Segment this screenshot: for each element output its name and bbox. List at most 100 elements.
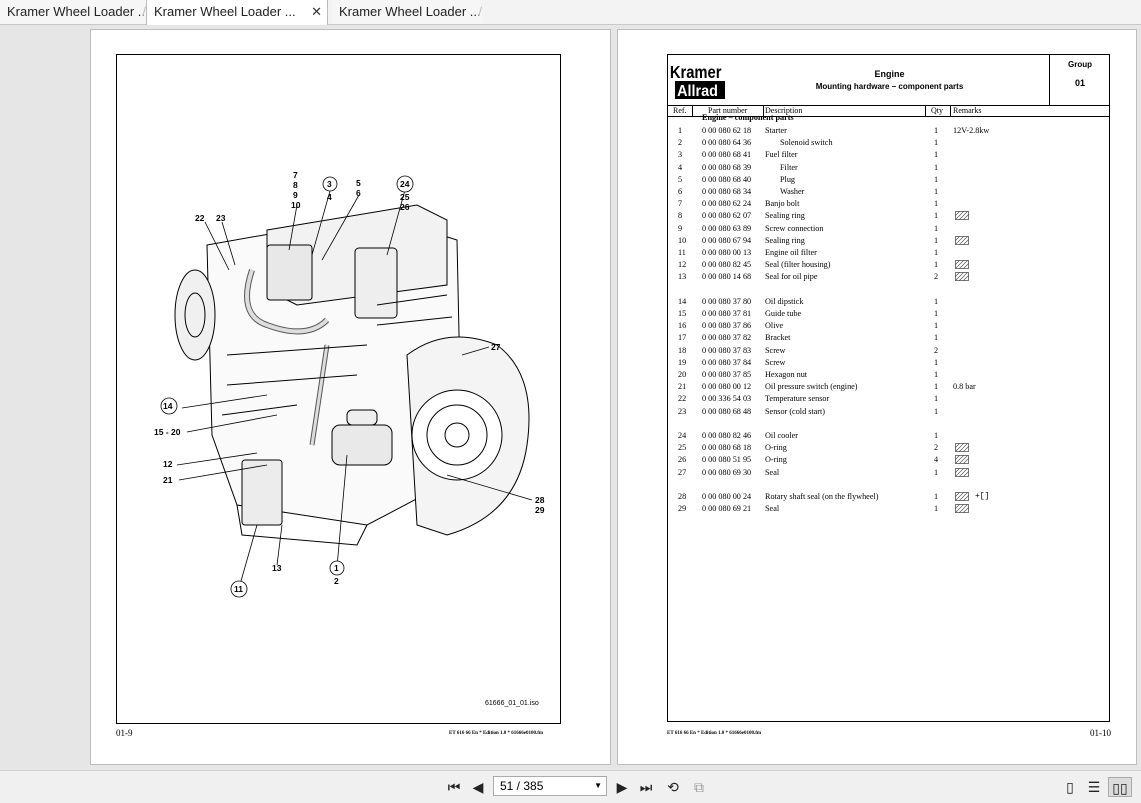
- col-qty: Qty: [931, 106, 943, 115]
- callout-22: 22: [195, 213, 205, 223]
- tab-label: Kramer Wheel Loader ...: [7, 4, 146, 19]
- last-page-icon[interactable]: ⏭: [639, 779, 653, 795]
- section-heading: Engine – component parts: [702, 113, 794, 122]
- ref-cell: 28: [678, 492, 687, 501]
- wear-part-icon: [955, 443, 969, 453]
- page-left: 7 8 9 10 3 4 5 6 24 25 26 22 23 27: [91, 30, 610, 764]
- page-selector[interactable]: 51 / 385▼: [493, 776, 607, 796]
- page-right: Kramer Allrad Engine Mounting hardware –…: [618, 30, 1136, 764]
- part-number-cell: 0 00 080 37 80: [702, 296, 752, 306]
- copy-icon[interactable]: ⧉: [694, 779, 704, 795]
- close-icon[interactable]: ✕: [311, 4, 322, 19]
- part-number-cell: 0 00 080 82 45: [702, 260, 752, 270]
- description-cell: Washer: [780, 187, 805, 196]
- qty-cell: 1: [934, 492, 939, 501]
- qty-cell: 1: [934, 296, 939, 306]
- part-number-cell: 0 00 080 63 89: [702, 223, 752, 233]
- qty-cell: 1: [934, 357, 939, 367]
- qty-cell: 1: [934, 394, 939, 404]
- page-number-left: 01-9: [116, 728, 133, 738]
- tab-bar: Kramer Wheel Loader .../ Kramer Wheel Lo…: [0, 0, 1141, 25]
- tab-document-2[interactable]: Kramer Wheel Loader ...✕: [146, 0, 328, 25]
- description-cell: Sensor (cold start): [765, 406, 826, 416]
- group-box: Group 01: [1049, 55, 1110, 105]
- part-number-cell: 0 00 080 14 68: [702, 272, 752, 282]
- bracket-icon: +[]: [975, 492, 990, 501]
- two-page-view-icon[interactable]: ▯▯: [1108, 777, 1132, 797]
- qty-cell: 1: [934, 467, 939, 477]
- ref-cell: 25: [678, 443, 687, 453]
- rotate-icon[interactable]: ⟲: [667, 779, 679, 795]
- description-cell: Plug: [780, 174, 796, 184]
- column-headers: Ref. Part number Description Qty Remarks: [668, 105, 1109, 117]
- description-cell: Sealing ring: [765, 211, 805, 221]
- page-title: Engine: [874, 69, 905, 79]
- qty-cell: 1: [934, 138, 939, 148]
- bottom-toolbar: ⏮ ◀ 51 / 385▼ ▶ ⏭ ⟲ ⧉ ▯ ☰ ▯▯: [0, 770, 1141, 803]
- callout-26: 26: [400, 202, 410, 212]
- wear-part-icon: [955, 467, 969, 477]
- wear-part-icon: [955, 455, 969, 465]
- col-part-number: Part number: [708, 106, 748, 115]
- callout-10: 10: [291, 200, 301, 210]
- qty-cell: 1: [934, 174, 939, 184]
- description-cell: Rotary shaft seal (on the flywheel): [765, 492, 879, 501]
- first-page-icon[interactable]: ⏮: [447, 779, 461, 795]
- ref-cell: 7: [678, 199, 683, 209]
- description-cell: Starter: [765, 126, 787, 135]
- parts-table-frame: Kramer Allrad Engine Mounting hardware –…: [667, 54, 1110, 722]
- ref-cell: 9: [678, 223, 683, 233]
- callout-12: 12: [163, 459, 173, 469]
- ref-cell: 8: [678, 211, 683, 221]
- ref-cell: 22: [678, 394, 687, 404]
- description-cell: Oil dipstick: [765, 296, 804, 306]
- part-number-cell: 0 00 080 67 94: [702, 235, 752, 245]
- single-page-view-icon[interactable]: ▯: [1066, 779, 1074, 795]
- qty-cell: 1: [934, 406, 939, 416]
- tab-document-1[interactable]: Kramer Wheel Loader .../: [0, 0, 146, 24]
- ref-cell: 21: [678, 382, 687, 392]
- part-number-cell: 0 00 080 82 46: [702, 431, 752, 440]
- ref-cell: 16: [678, 321, 687, 331]
- next-page-icon[interactable]: ▶: [616, 779, 628, 795]
- engine-illustration: 7 8 9 10 3 4 5 6 24 25 26 22 23 27: [154, 170, 545, 598]
- description-cell: Solenoid switch: [780, 138, 833, 148]
- part-number-cell: 0 00 080 68 39: [702, 162, 752, 172]
- document-viewer[interactable]: 7 8 9 10 3 4 5 6 24 25 26 22 23 27: [0, 25, 1141, 770]
- chevron-down-icon: ▼: [594, 781, 602, 790]
- prev-page-icon[interactable]: ◀: [472, 779, 484, 795]
- part-number-cell: 0 00 080 68 18: [702, 443, 752, 453]
- part-number-cell: 0 00 080 64 36: [702, 138, 752, 148]
- description-cell: Engine oil filter: [765, 248, 817, 257]
- remarks-cell: 12V-2.8kw: [953, 126, 990, 135]
- kramer-allrad-logo: Kramer Allrad: [670, 63, 725, 100]
- ref-cell: 20: [678, 370, 687, 379]
- description-cell: Fuel filter: [765, 150, 798, 160]
- qty-cell: 1: [934, 162, 939, 172]
- tab-document-3[interactable]: Kramer Wheel Loader .../: [332, 0, 482, 24]
- ref-cell: 18: [678, 345, 687, 355]
- callout-25: 25: [400, 192, 410, 202]
- part-number-cell: 0 00 080 69 30: [702, 467, 752, 477]
- part-number-cell: 0 00 080 37 86: [702, 321, 752, 331]
- svg-text:Allrad: Allrad: [677, 82, 718, 100]
- qty-cell: 1: [934, 260, 939, 270]
- callout-13: 13: [272, 563, 282, 573]
- continuous-view-icon[interactable]: ☰: [1087, 779, 1101, 795]
- callout-8: 8: [293, 180, 298, 190]
- qty-cell: 4: [934, 455, 939, 465]
- group-value: 01: [1074, 78, 1085, 88]
- description-cell: Guide tube: [765, 309, 802, 318]
- tab-label: Kramer Wheel Loader ...: [339, 4, 481, 19]
- callout-9: 9: [293, 190, 298, 200]
- description-cell: Screw: [765, 357, 786, 367]
- ref-cell: 27: [678, 467, 687, 477]
